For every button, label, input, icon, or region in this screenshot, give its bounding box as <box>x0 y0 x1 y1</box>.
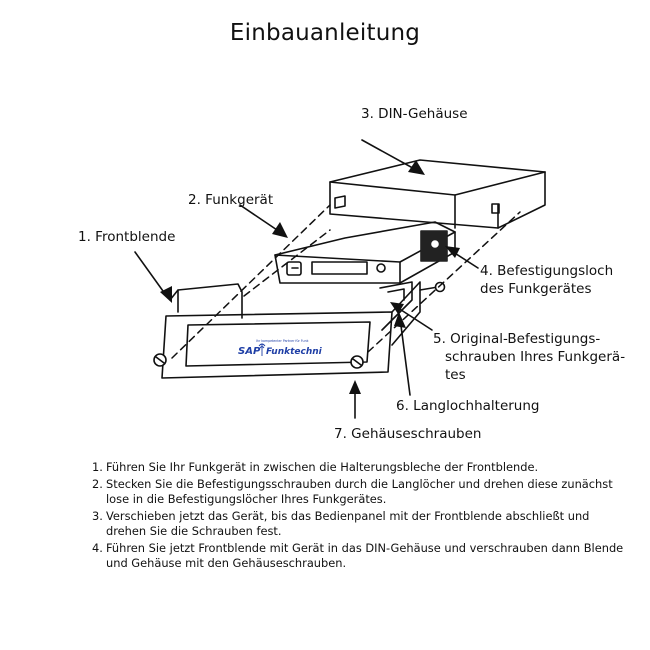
svg-text:Funktechnik: Funktechnik <box>266 347 322 357</box>
step-item: 3.Verschieben jetzt das Gerät, bis das B… <box>92 509 632 540</box>
step-text: Stecken Sie die Befestigungsschrauben du… <box>106 476 613 507</box>
sap-funktechnik-logo: Ihr kompetenter Partner für Funk SAP Fun… <box>238 337 329 359</box>
instruction-steps: 1.Führen Sie Ihr Funkgerät in zwischen d… <box>92 460 632 573</box>
slot-bracket-drawing <box>391 281 421 346</box>
label-radio: 2. Funkgerät <box>188 192 274 208</box>
label-mount-hole-1: 4. Befestigungsloch <box>480 263 614 279</box>
step-item: 4.Führen Sie jetzt Frontblende mit Gerät… <box>92 541 632 572</box>
label-mount-hole-2: des Funkgerätes <box>480 281 592 297</box>
label-front-panel: 1. Frontblende <box>78 229 176 245</box>
label-screws-3: tes <box>445 367 466 383</box>
label-housing-screws: 7. Gehäuseschrauben <box>334 426 482 442</box>
leader-arrows <box>134 139 479 419</box>
label-slot-bracket: 6. Langlochhalterung <box>396 398 540 414</box>
label-din-housing: 3. DIN-Gehäuse <box>361 106 468 122</box>
label-screws-1: 5. Original-Befestigungs- <box>433 331 601 347</box>
step-number: 3. <box>92 508 103 523</box>
step-number: 4. <box>92 540 103 555</box>
label-screws-2: schrauben Ihres Funkgerä- <box>445 349 626 365</box>
front-panel-drawing <box>161 281 413 379</box>
step-number: 2. <box>92 476 103 491</box>
step-number: 1. <box>92 460 103 474</box>
svg-text:SAP: SAP <box>238 346 261 357</box>
din-housing-drawing <box>329 159 546 229</box>
svg-text:Ihr kompetenter Partner für Fu: Ihr kompetenter Partner für Funk <box>256 339 309 343</box>
step-text: Führen Sie Ihr Funkgerät in zwischen die… <box>106 460 539 474</box>
step-item: 2.Stecken Sie die Befestigungsschrauben … <box>92 477 632 508</box>
step-text: Verschieben jetzt das Gerät, bis das Bed… <box>106 508 590 539</box>
step-item: 1.Führen Sie Ihr Funkgerät in zwischen d… <box>92 460 632 476</box>
page-title: Einbauanleitung <box>229 20 421 46</box>
original-screw-drawing <box>419 281 446 293</box>
step-text: Führen Sie jetzt Frontblende mit Gerät i… <box>106 540 624 571</box>
